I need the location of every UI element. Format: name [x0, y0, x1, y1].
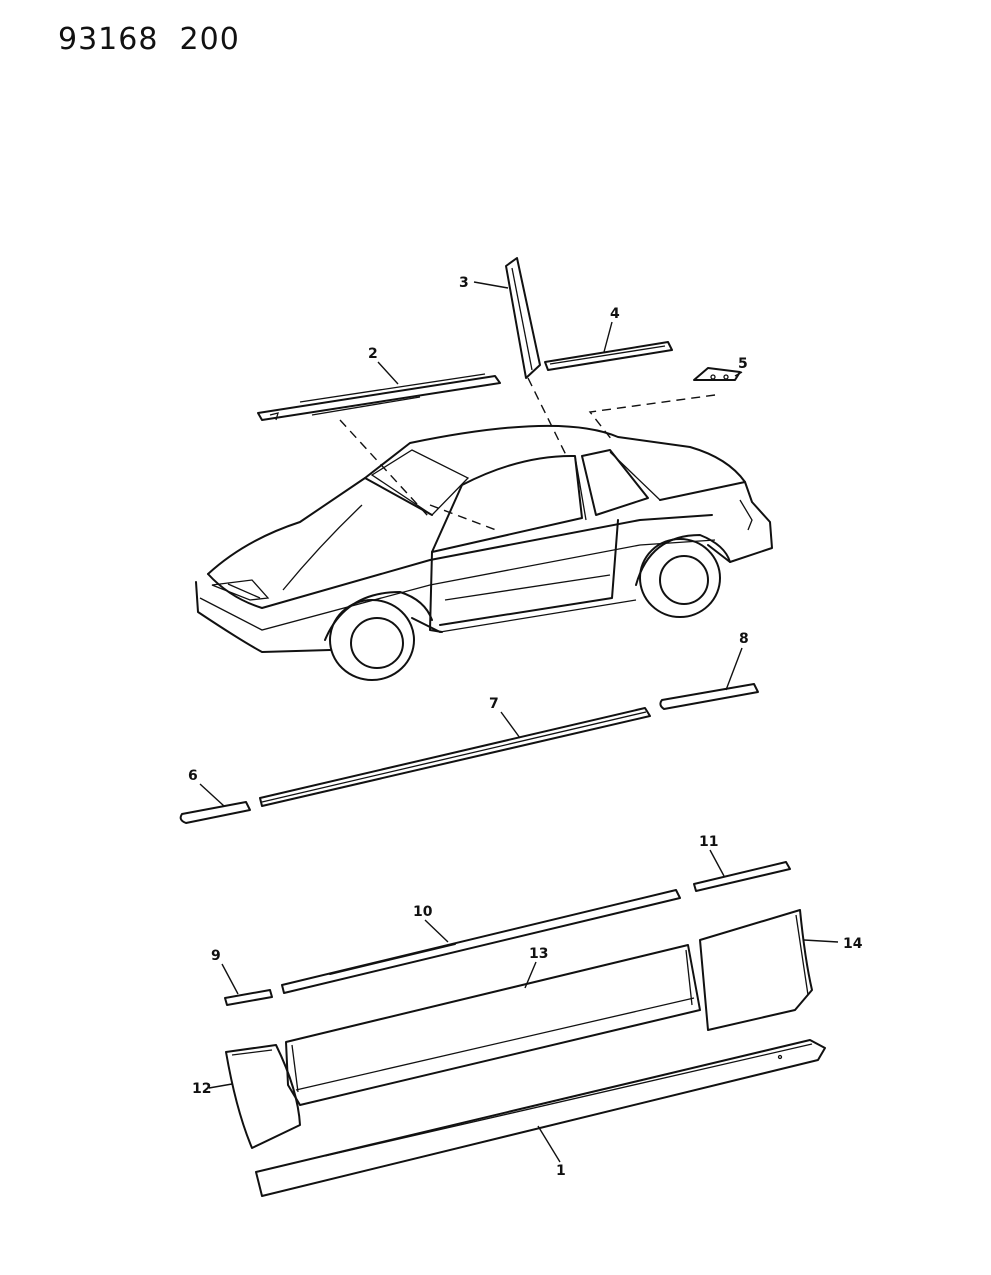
callout-7: 7 [489, 696, 499, 712]
part-7-moulding [259, 707, 651, 807]
part-12-front-panel [225, 1044, 301, 1149]
callout-10: 10 [413, 904, 433, 920]
callout-11: 11 [699, 834, 718, 850]
callout-labels: 3 2 4 5 6 7 8 9 10 11 12 13 14 1 [188, 275, 863, 1179]
callout-9: 9 [211, 948, 221, 964]
callout-4: 4 [610, 306, 620, 322]
callout-5: 5 [738, 356, 748, 372]
part-4-roof-rail-moulding [544, 341, 673, 371]
part-8-moulding [659, 683, 759, 710]
part-11-moulding [693, 861, 791, 892]
dashed-leaders [339, 377, 716, 531]
part-9-moulding [224, 989, 273, 1006]
car-illustration [195, 424, 773, 681]
part-3-a-pillar-moulding [505, 257, 541, 379]
callout-2: 2 [368, 346, 378, 362]
callout-14: 14 [843, 936, 863, 952]
callout-leaders [199, 281, 839, 1163]
part-1-rocker-moulding [255, 1039, 826, 1197]
callout-8: 8 [739, 631, 749, 647]
part-10-moulding [281, 889, 681, 994]
part-13-sill-panel [285, 944, 701, 1106]
callout-1: 1 [556, 1163, 566, 1179]
callout-6: 6 [188, 768, 198, 784]
diagram-header: 93168 200 [58, 22, 240, 57]
part-5-bracket [693, 367, 741, 381]
part-14-rear-panel [699, 909, 813, 1031]
part-2-drip-moulding [257, 373, 501, 421]
page-code: 200 [179, 22, 240, 57]
callout-3: 3 [459, 275, 469, 291]
callout-13: 13 [529, 946, 548, 962]
diagram-number: 93168 [58, 22, 159, 57]
part-6-moulding [179, 801, 251, 824]
callout-12: 12 [192, 1081, 211, 1097]
